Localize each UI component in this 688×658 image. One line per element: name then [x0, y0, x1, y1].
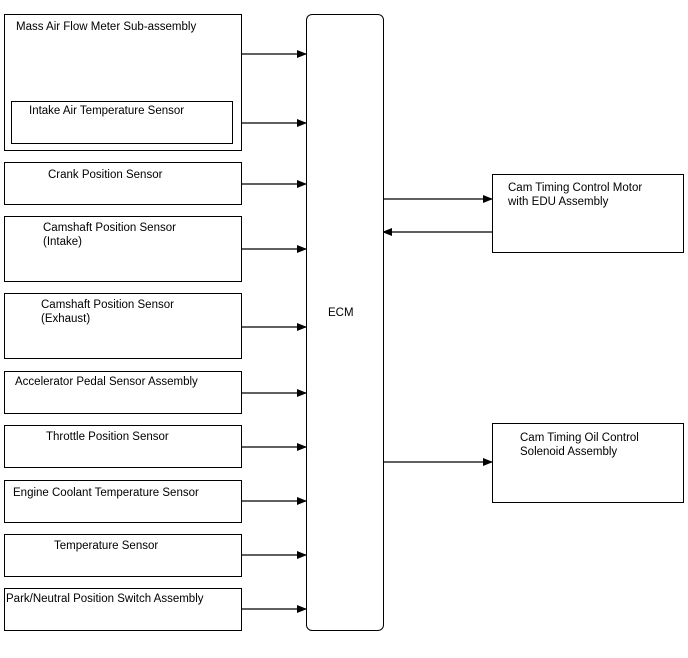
cam-timing-motor-label: Cam Timing Control Motor with EDU Assemb…: [508, 182, 643, 208]
throttle-sensor-box: Throttle Position Sensor: [4, 425, 242, 468]
ecm-block: ECM: [306, 14, 384, 631]
oil-control-solenoid-label: Cam Timing Oil Control Solenoid Assembly: [520, 432, 639, 458]
temp-sensor-label: Temperature Sensor: [54, 540, 159, 552]
ecm-label: ECM: [328, 307, 354, 319]
cam-exhaust-label: Camshaft Position Sensor (Exhaust): [41, 299, 174, 325]
coolant-sensor-box: Engine Coolant Temperature Sensor: [4, 480, 242, 523]
maf-meter-label: Mass Air Flow Meter Sub-assembly: [16, 21, 197, 33]
accel-pedal-box: Accelerator Pedal Sensor Assembly: [4, 371, 242, 414]
accel-pedal-label: Accelerator Pedal Sensor Assembly: [15, 376, 198, 388]
crank-sensor-label: Crank Position Sensor: [48, 169, 163, 181]
coolant-sensor-label: Engine Coolant Temperature Sensor: [13, 487, 199, 499]
throttle-sensor-label: Throttle Position Sensor: [46, 431, 169, 443]
cam-timing-motor-box: Cam Timing Control Motor with EDU Assemb…: [492, 174, 684, 253]
oil-control-solenoid-box: Cam Timing Oil Control Solenoid Assembly: [492, 423, 684, 503]
cam-intake-label: Camshaft Position Sensor (Intake): [43, 222, 176, 248]
temp-sensor-box: Temperature Sensor: [4, 534, 242, 577]
park-neutral-switch-box: Park/Neutral Position Switch Assembly: [4, 588, 242, 631]
crank-sensor-box: Crank Position Sensor: [4, 162, 242, 205]
iat-sensor-box: Intake Air Temperature Sensor: [11, 101, 233, 144]
park-neutral-switch-label: Park/Neutral Position Switch Assembly: [6, 593, 204, 605]
iat-sensor-label: Intake Air Temperature Sensor: [29, 105, 185, 117]
cam-intake-box: Camshaft Position Sensor (Intake): [4, 216, 242, 282]
cam-exhaust-box: Camshaft Position Sensor (Exhaust): [4, 293, 242, 359]
